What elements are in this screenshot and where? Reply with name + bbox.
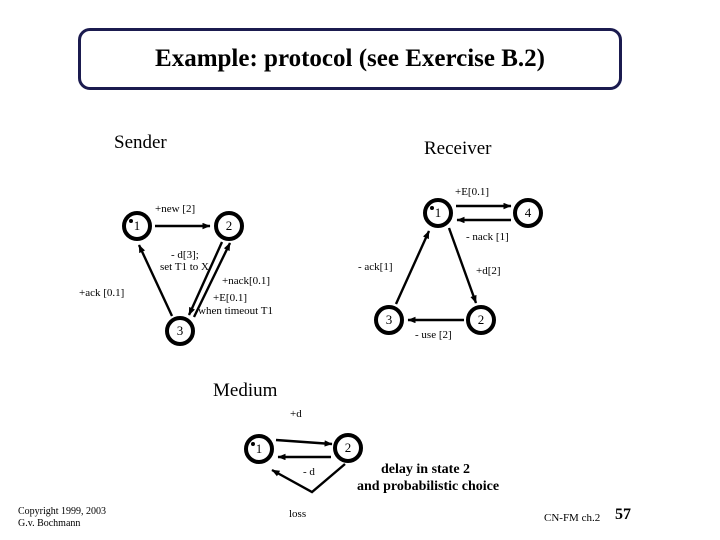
sender-state-2-label: 2 — [225, 218, 233, 233]
medium-state-1-label: 1 — [255, 441, 263, 456]
receiver-state-4[interactable]: 4 — [513, 198, 543, 228]
receiver-edge-label-ack: - ack[1] — [358, 261, 393, 273]
receiver-state-1-label: 1 — [434, 205, 442, 220]
sender-edge-label-set-timer: set T1 to X — [160, 261, 209, 273]
copyright-line-1: Copyright 1999, 2003 — [18, 506, 107, 517]
sender-heading: Sender — [114, 132, 167, 153]
copyright-line-2: G.v. Bochmann — [18, 518, 81, 529]
medium-edge-label-loss: loss — [289, 508, 307, 520]
medium-state-1[interactable]: 1 — [244, 434, 274, 464]
sender-edge-label-nack: +nack[0.1] — [222, 275, 271, 287]
medium-state-2-label: 2 — [344, 440, 352, 455]
receiver-edge-label-use: - use [2] — [415, 329, 452, 341]
sender-state-2[interactable]: 2 — [214, 211, 244, 241]
sender-edge-label-d-send: - d[3]; — [171, 249, 199, 261]
receiver-edge-label-nack: - nack [1] — [466, 231, 509, 243]
receiver-heading: Receiver — [424, 138, 492, 159]
page-number-value: 57 — [615, 506, 631, 523]
page-title: Example: protocol (see Exercise B.2) — [155, 45, 545, 72]
sender-state-1-label: 1 — [133, 218, 141, 233]
medium-edge-label-deliver-in: +d — [290, 408, 302, 420]
sender-state-3[interactable]: 3 — [165, 316, 195, 346]
annotation-line-2: and probabilistic choice — [357, 479, 500, 494]
receiver-state-3[interactable]: 3 — [374, 305, 404, 335]
receiver-state-2-label: 2 — [477, 312, 485, 327]
medium-heading: Medium — [213, 380, 278, 401]
sender-edge-label-ack: +ack [0.1] — [79, 287, 125, 299]
receiver-state-4-label: 4 — [524, 205, 532, 220]
sender-edge-label-timeout: when timeout T1 — [198, 305, 273, 317]
initial-state-dot — [251, 442, 255, 446]
sender-edge-label-error: +E[0.1] — [213, 292, 247, 304]
receiver-state-2[interactable]: 2 — [466, 305, 496, 335]
initial-state-dot — [430, 206, 434, 210]
receiver-edge-label-error: +E[0.1] — [455, 186, 489, 198]
title-box: Example: protocol (see Exercise B.2) — [78, 28, 622, 90]
receiver-state-3-label: 3 — [385, 312, 393, 327]
footer-page-number: 57 — [615, 506, 631, 524]
footer-course: CN-FM ch.2 — [544, 512, 601, 524]
receiver-edge-label-d-recv: +d[2] — [476, 265, 501, 277]
sender-state-3-label: 3 — [176, 323, 184, 338]
sender-edge-label-new: +new [2] — [155, 203, 196, 215]
medium-state-2[interactable]: 2 — [333, 433, 363, 463]
initial-state-dot — [129, 219, 133, 223]
receiver-state-1[interactable]: 1 — [423, 198, 453, 228]
sender-state-1[interactable]: 1 — [122, 211, 152, 241]
medium-edge-label-deliver-out: - d — [303, 466, 315, 478]
annotation-line-1: delay in state 2 — [381, 462, 471, 477]
